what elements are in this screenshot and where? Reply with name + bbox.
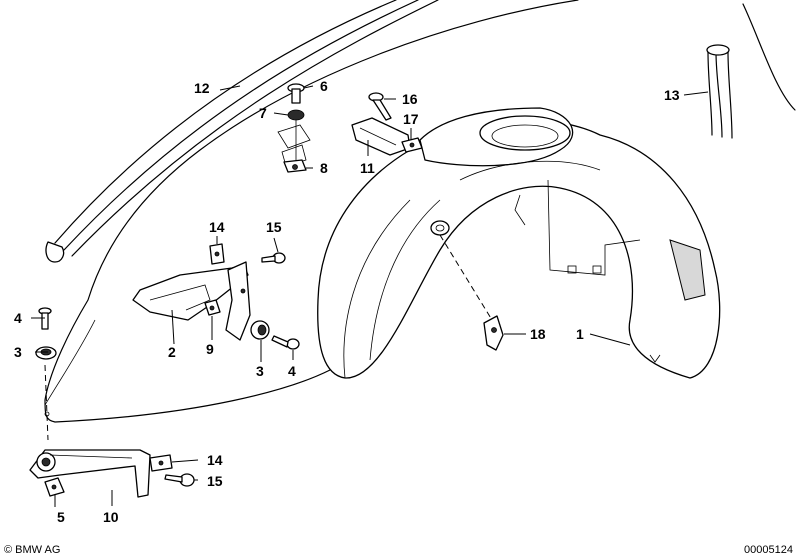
callout-16: 16: [402, 91, 418, 107]
callout-4: 4: [14, 310, 22, 326]
bracket-10: [29, 449, 151, 498]
callout-4b: 4: [288, 363, 296, 379]
copyright-notice: © BMW AG: [4, 544, 61, 556]
mount-bracket: [277, 120, 311, 167]
callout-1: 1: [576, 326, 584, 342]
bracket-2: [132, 261, 251, 341]
callout-17: 17: [403, 111, 419, 127]
clip-nut-14-lower: [149, 454, 173, 472]
callout-14: 14: [209, 219, 225, 235]
callout-15: 15: [266, 219, 282, 235]
callout-6: 6: [320, 78, 328, 94]
washer-7: [287, 109, 305, 121]
assembly-line-18: [439, 234, 493, 321]
callout-8: 8: [320, 160, 328, 176]
nut-5: [44, 477, 65, 497]
rear-body-edge: [742, 3, 796, 111]
callout-15b: 15: [207, 473, 223, 489]
callout-13: 13: [664, 87, 680, 103]
clip-18: [483, 315, 504, 351]
callout-labels: 1 2 3 3 4 4 5 6 7 8 9 10 11 12 13 14 14 …: [14, 78, 680, 525]
clip-11: [351, 117, 411, 156]
wheel-arch-liner: [317, 107, 721, 379]
callout-10: 10: [103, 509, 119, 525]
trim-strip: [45, 0, 439, 263]
mount-hole: [44, 411, 50, 417]
leader-lines: [31, 85, 709, 507]
assembly-line-left: [44, 364, 49, 441]
callout-3b: 3: [256, 363, 264, 379]
nut-9: [204, 299, 221, 316]
callout-9: 9: [206, 341, 214, 357]
screw-4-left: [38, 307, 52, 330]
callout-5: 5: [57, 509, 65, 525]
callout-12: 12: [194, 80, 210, 96]
callout-18: 18: [530, 326, 546, 342]
callout-3: 3: [14, 344, 22, 360]
screw-4-middle: [271, 335, 300, 350]
seal-strip: [706, 44, 733, 139]
body-crease: [44, 319, 96, 406]
screw-15-upper: [261, 252, 286, 264]
nut-17: [401, 137, 423, 153]
callout-11: 11: [360, 160, 375, 176]
callout-2: 2: [168, 344, 176, 360]
grommet-3-left: [35, 346, 57, 360]
clip-nut-14-upper: [209, 243, 225, 265]
grommet-3-middle: [250, 320, 270, 340]
image-number: 00005124: [744, 544, 793, 556]
screw-15-lower: [164, 473, 195, 487]
screw-16: [368, 92, 392, 121]
body-panel-outline: [44, 0, 579, 423]
nut-8: [283, 159, 307, 173]
screw-6: [287, 83, 305, 104]
callout-14b: 14: [207, 452, 223, 468]
callout-7: 7: [259, 105, 267, 121]
